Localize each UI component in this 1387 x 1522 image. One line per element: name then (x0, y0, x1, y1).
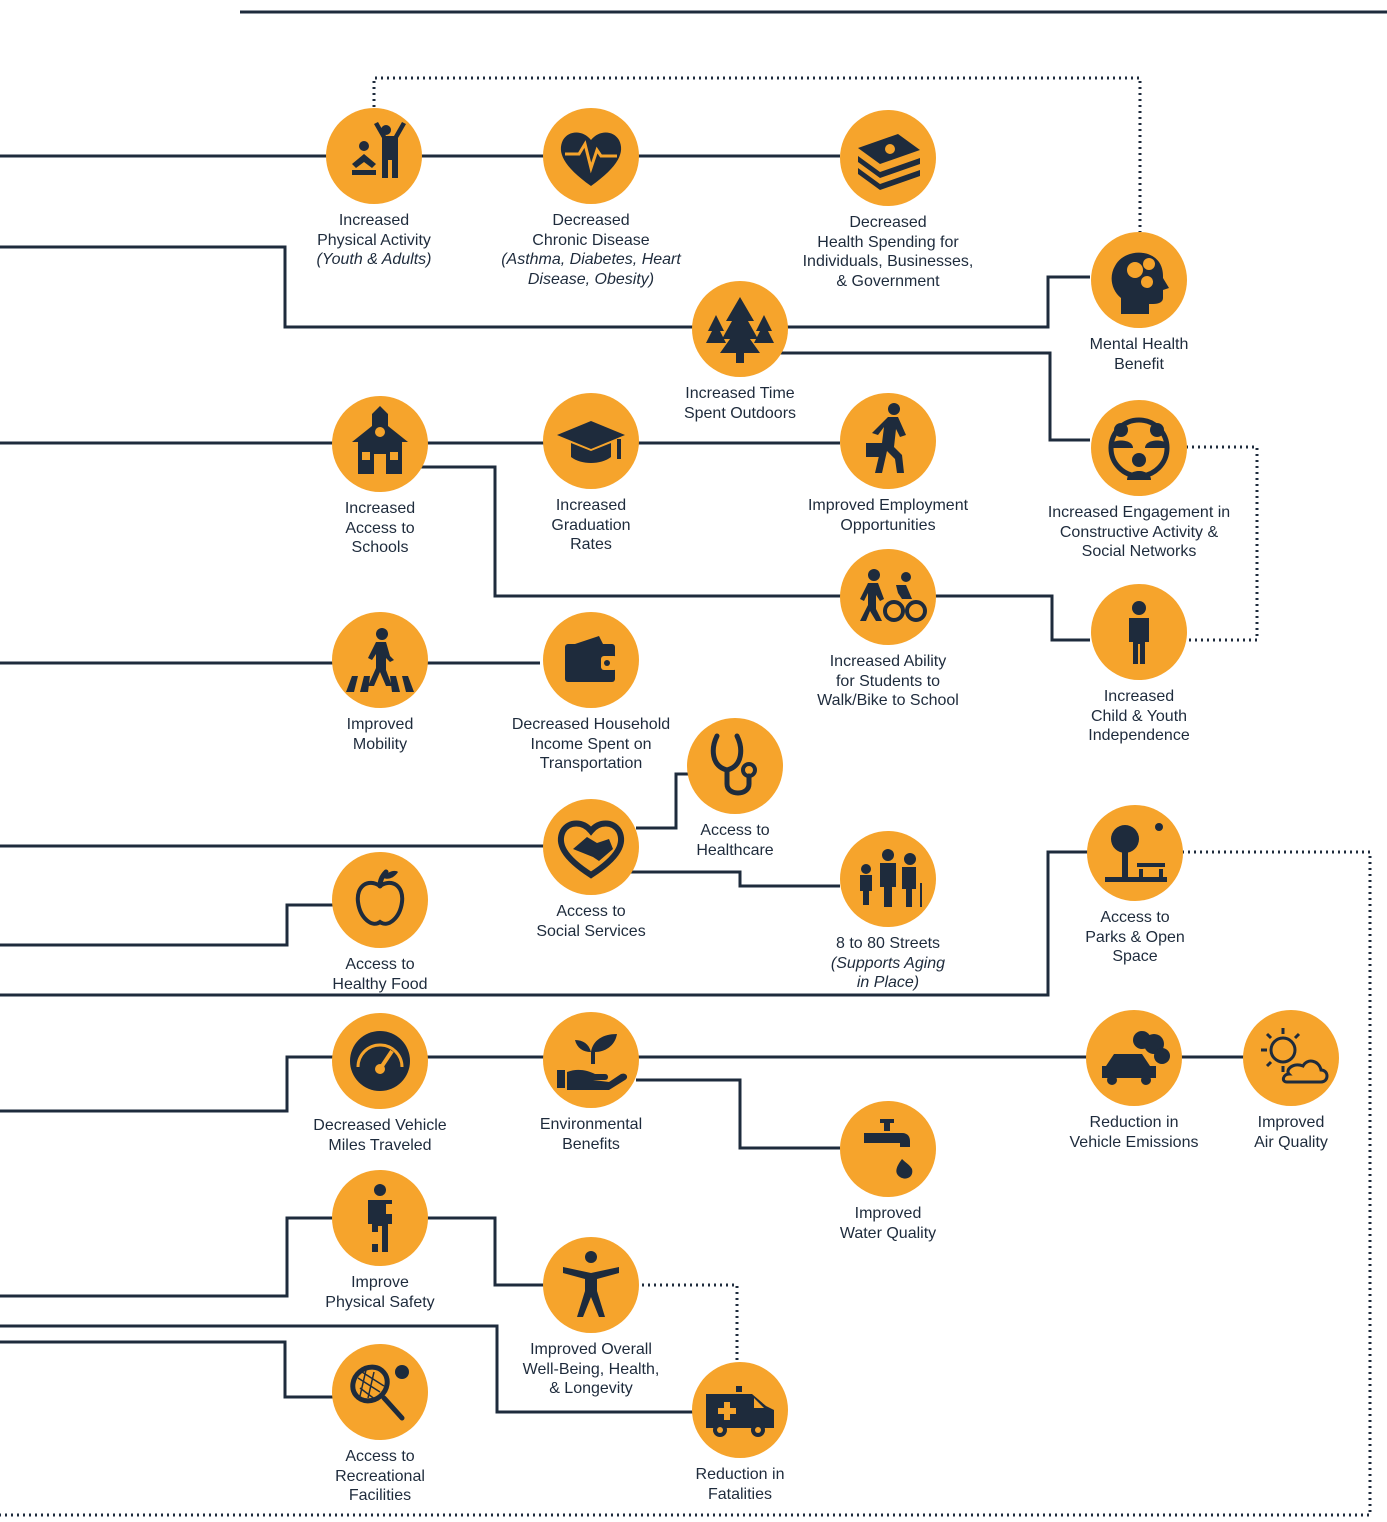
faucet-drop-icon (840, 1101, 936, 1197)
family-ages-icon (840, 831, 936, 927)
dotted-connector (372, 76, 1142, 232)
node-label: Improved Water Quality (839, 1205, 937, 1242)
node-label: Access to Social Services (536, 903, 646, 940)
wallet-icon (543, 612, 639, 708)
node-recreational: Access to Recreational Facilities (270, 1344, 490, 1506)
node-label: Improved Overall Well-Being, Health, & L… (522, 1341, 660, 1397)
connector (0, 903, 335, 947)
node-label: Reduction in Vehicle Emissions (1069, 1114, 1199, 1151)
heart-handshake-icon (543, 799, 639, 895)
node-time-outdoors: Increased Time Spent Outdoors (630, 281, 850, 423)
node-healthcare: Access to Healthcare (625, 718, 845, 860)
head-gears-icon (1091, 232, 1187, 328)
node-label: Increased Engagement in Constructive Act… (1047, 504, 1231, 560)
heart-pulse-icon (543, 108, 639, 204)
node-label: Increased Child & Youth Independence (1088, 688, 1190, 744)
node-parks: Access to Parks & Open Space (1025, 805, 1245, 967)
node-healthy-food: Access to Healthy Food (270, 852, 490, 994)
node-mobility: Improved Mobility (270, 612, 490, 754)
node-walk-bike: Increased Ability for Students to Walk/B… (778, 549, 998, 711)
node-graduation: Increased Graduation Rates (481, 393, 701, 555)
park-bench-icon (1087, 805, 1183, 901)
node-social-services: Access to Social Services (481, 799, 701, 941)
node-access-schools: Increased Access to Schools (270, 396, 490, 558)
node-label: 8 to 80 Streets (835, 935, 941, 952)
node-label: Environmental Benefits (539, 1116, 643, 1153)
node-vmt: Decreased Vehicle Miles Traveled (270, 1013, 490, 1155)
crosswalk-icon (332, 612, 428, 708)
node-label: Reduction in Fatalities (695, 1466, 785, 1503)
connector (420, 465, 1090, 642)
apple-icon (332, 852, 428, 948)
node-label: Increased Graduation Rates (551, 497, 631, 553)
node-label: Access to Healthcare (696, 822, 774, 859)
connector (780, 351, 1090, 442)
node-label: Increased Ability for Students to Walk/B… (817, 653, 959, 709)
injured-person-icon (332, 1170, 428, 1266)
child-icon (1091, 584, 1187, 680)
node-water-quality: Improved Water Quality (778, 1101, 998, 1243)
connector (0, 245, 1090, 329)
people-network-icon (1091, 400, 1187, 496)
connector (636, 1078, 840, 1150)
node-fatalities: Reduction in Fatalities (630, 1362, 850, 1504)
connector (636, 772, 690, 830)
walking-briefcase-icon (840, 393, 936, 489)
graduation-cap-icon (543, 393, 639, 489)
speedometer-icon (332, 1013, 428, 1109)
car-exhaust-icon (1086, 1010, 1182, 1106)
node-label: Improved Employment Opportunities (807, 497, 969, 534)
node-health-spending: Decreased Health Spending for Individual… (778, 110, 998, 291)
node-8-to-80: 8 to 80 Streets (Supports Aging in Place) (778, 831, 998, 993)
node-independence: Increased Child & Youth Independence (1029, 584, 1249, 746)
connector (630, 870, 840, 888)
vitruvian-person-icon (543, 1237, 639, 1333)
node-label: Improved Air Quality (1254, 1114, 1328, 1151)
node-label: Decreased Vehicle Miles Traveled (313, 1117, 447, 1154)
node-well-being: Improved Overall Well-Being, Health, & L… (481, 1237, 701, 1399)
node-label: Access to Parks & Open Space (1085, 909, 1185, 965)
node-sublabel: (Supports Aging in Place) (830, 954, 946, 992)
node-label: Improve Physical Safety (325, 1274, 435, 1311)
connector (0, 1055, 1245, 1113)
node-label: Access to Recreational Facilities (335, 1448, 425, 1504)
connector (0, 1340, 335, 1399)
connector (0, 1324, 695, 1414)
node-label: Decreased Chronic Disease (532, 212, 650, 249)
node-label: Improved Mobility (346, 716, 414, 753)
node-household-income: Decreased Household Income Spent on Tran… (481, 612, 701, 774)
node-label: Mental Health Benefit (1089, 336, 1189, 373)
node-environmental: Environmental Benefits (481, 1012, 701, 1154)
node-mental-health: Mental Health Benefit (1029, 232, 1249, 374)
node-engagement: Increased Engagement in Constructive Act… (1029, 400, 1249, 562)
exercise-icon (326, 108, 422, 204)
schoolhouse-icon (332, 396, 428, 492)
node-physical-activity: Increased Physical Activity (Youth & Adul… (264, 108, 484, 270)
money-stack-icon (840, 110, 936, 206)
dotted-connector (0, 850, 1372, 1517)
ambulance-icon (692, 1362, 788, 1458)
hand-sprout-icon (543, 1012, 639, 1108)
node-label: Decreased Household Income Spent on Tran… (511, 716, 671, 772)
trees-icon (692, 281, 788, 377)
stethoscope-icon (687, 718, 783, 814)
node-chronic-disease: Decreased Chronic Disease(Asthma, Diabet… (481, 108, 701, 289)
node-sublabel: (Youth & Adults) (316, 251, 432, 268)
node-air-quality: Improved Air Quality (1181, 1010, 1387, 1152)
node-label: Increased Time Spent Outdoors (683, 385, 797, 422)
connector (0, 850, 1090, 997)
node-sublabel: (Asthma, Diabetes, Heart Disease, Obesit… (501, 251, 681, 288)
node-label: Increased Access to Schools (344, 500, 416, 556)
node-vehicle-emissions: Reduction in Vehicle Emissions (1024, 1010, 1244, 1152)
tennis-racket-icon (332, 1344, 428, 1440)
node-label: Access to Healthy Food (332, 956, 428, 993)
node-label: Decreased Health Spending for Individual… (802, 214, 974, 290)
walker-cyclist-icon (840, 549, 936, 645)
node-employment: Improved Employment Opportunities (778, 393, 998, 535)
node-label: Increased Physical Activity (317, 212, 431, 249)
node-physical-safety: Improve Physical Safety (270, 1170, 490, 1312)
sun-cloud-icon (1243, 1010, 1339, 1106)
